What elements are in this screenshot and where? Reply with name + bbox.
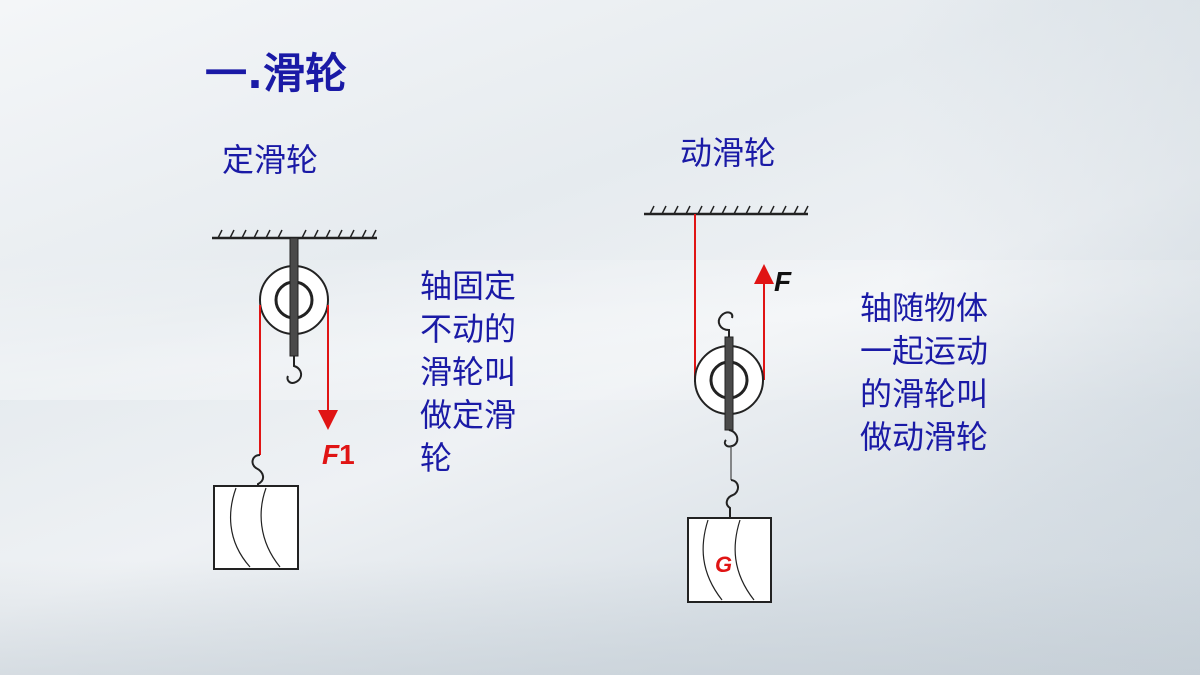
fixed-ceiling bbox=[212, 229, 377, 240]
movable-force-label: F bbox=[774, 266, 792, 297]
fixed-weight-block bbox=[213, 485, 299, 570]
movable-weight-block bbox=[687, 517, 772, 603]
description-line: 一起运动 bbox=[860, 332, 989, 370]
fixed-pulley-diagram: F1 bbox=[212, 229, 377, 570]
movable-axle-bar bbox=[724, 336, 734, 431]
description-line: 不动的 bbox=[420, 310, 517, 348]
movable-pulley-description: 轴随物体 一起运动 的滑轮叫 做动滑轮 bbox=[860, 287, 988, 459]
movable-pulley-heading: 动滑轮 bbox=[680, 134, 777, 172]
fixed-bottom-hook bbox=[286, 356, 302, 384]
description-line: 做动滑轮 bbox=[860, 418, 989, 456]
fixed-force-label: F1 bbox=[322, 439, 355, 470]
movable-pulley-diagram: F G bbox=[644, 205, 809, 603]
fixed-axle-bar bbox=[289, 237, 299, 357]
description-line: 轮 bbox=[420, 439, 453, 477]
movable-bottom-hook bbox=[723, 429, 739, 448]
fixed-pulley-heading: 定滑轮 bbox=[222, 141, 319, 179]
fixed-weight-hook bbox=[251, 454, 264, 486]
movable-ceiling bbox=[644, 205, 809, 216]
movable-top-hook bbox=[717, 311, 734, 337]
fixed-pulley-description: 轴固定 不动的 滑轮叫 做定滑 轮 bbox=[420, 265, 516, 480]
description-line: 做定滑 bbox=[420, 396, 517, 434]
description-line: 滑轮叫 bbox=[420, 353, 517, 391]
description-line: 的滑轮叫 bbox=[860, 375, 989, 413]
movable-weight-hook bbox=[725, 479, 739, 518]
movable-weight-label: G bbox=[715, 552, 732, 577]
description-line: 轴随物体 bbox=[860, 289, 989, 327]
page-title: 一.滑轮 bbox=[205, 49, 347, 98]
description-line: 轴固定 bbox=[420, 267, 517, 305]
